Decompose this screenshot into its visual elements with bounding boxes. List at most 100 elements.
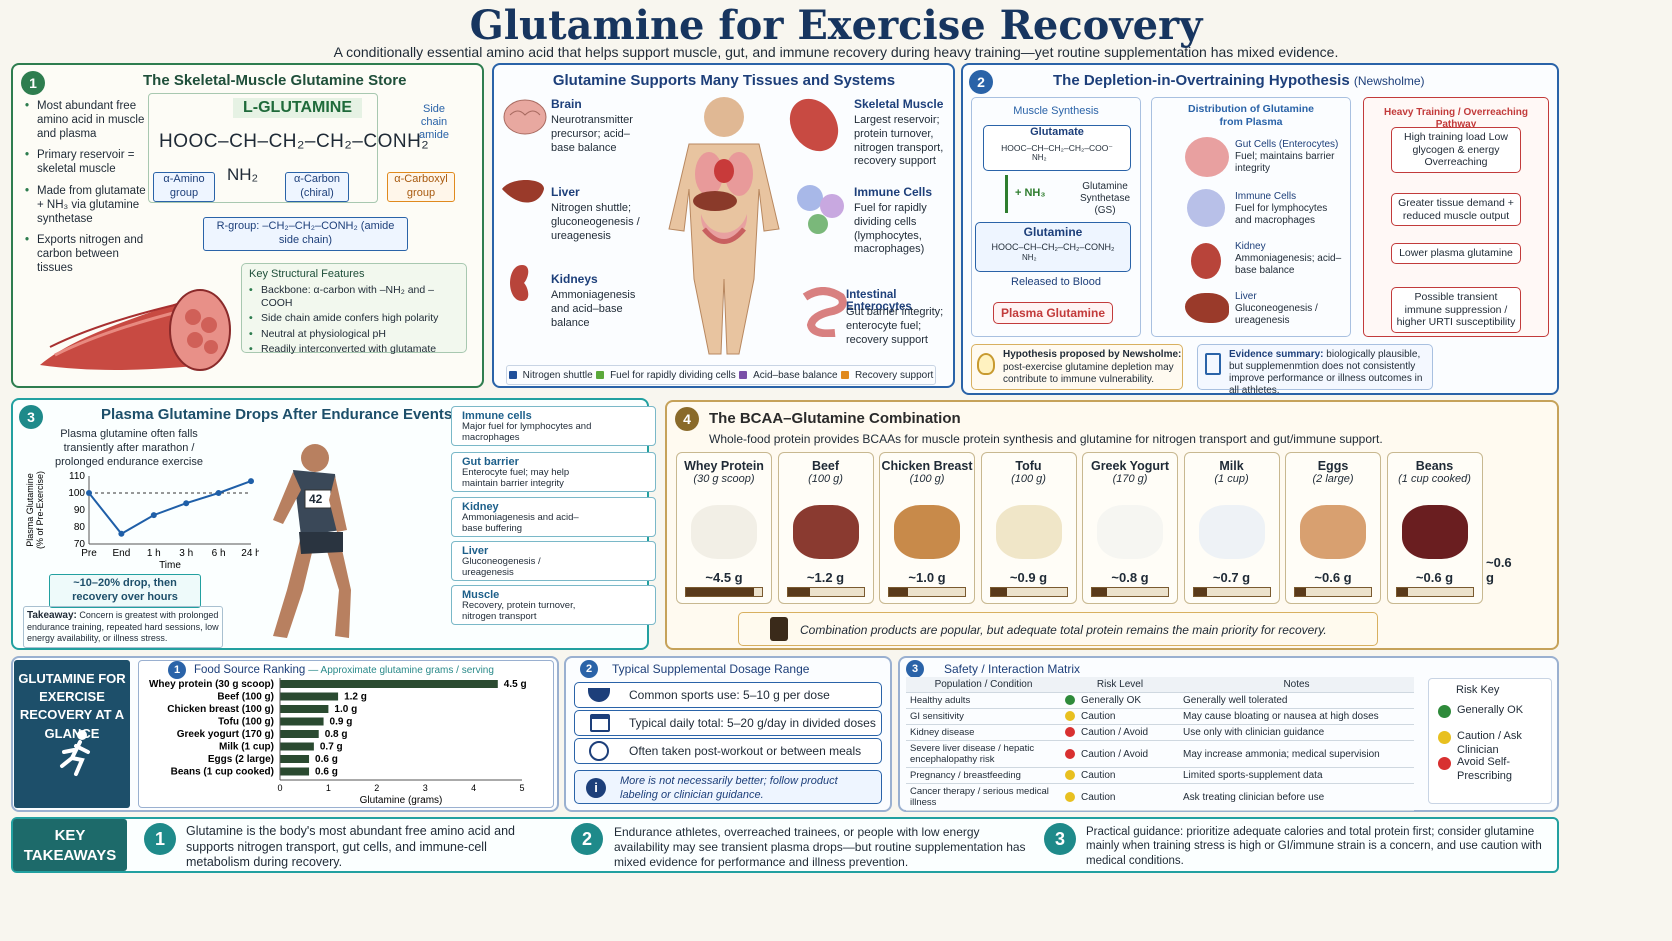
cell-population: Healthy adults <box>906 692 1061 709</box>
food-level-bar <box>1192 587 1271 597</box>
risk-key-item: Avoid Self-Prescribing <box>1438 756 1548 784</box>
food-card: Milk(1 cup)~0.7 g <box>1183 452 1280 604</box>
x-tick-label: 2 <box>374 783 379 793</box>
pathway-title: Heavy Training / Overreaching Pathway <box>1384 107 1528 130</box>
cell-notes: Limited sports-supplement data <box>1179 767 1414 784</box>
food-level-bar <box>989 587 1068 597</box>
bar-value-label: 0.6 g <box>315 767 338 778</box>
food-cval: ~1.2 g <box>806 570 845 585</box>
food-image <box>894 505 960 559</box>
food-level-fill <box>1396 588 1408 596</box>
legend-item: Nitrogen shuttle <box>508 370 593 381</box>
bar-value-label: 0.7 g <box>320 742 343 753</box>
cell-notes: Ask treating clinician before use <box>1179 783 1414 811</box>
food-cname: Chicken Breast <box>881 459 973 473</box>
risk-dot-icon <box>1438 757 1451 770</box>
cell-risk: Caution <box>1061 708 1179 725</box>
takeaway-2: Endurance athletes, overreached trainees… <box>614 825 1026 869</box>
col-header: Notes <box>1179 677 1414 693</box>
panel-plasma-drop: 3 Plasma Glutamine Drops After Endurance… <box>11 398 656 650</box>
bar-value-label: 4.5 g <box>504 679 527 690</box>
food-cname: Beef <box>811 459 840 473</box>
cell-population: Kidney disease <box>906 724 1061 741</box>
food-level-bar <box>1395 587 1474 597</box>
category-label: Greek yogurt (170 g) <box>177 729 274 740</box>
runner-bib-number: 42 <box>309 492 323 506</box>
x-axis-label: Glutamine (grams) <box>360 795 443 806</box>
risk-key-item: Caution / Ask Clinician <box>1438 730 1548 758</box>
data-point <box>86 490 92 496</box>
bar <box>280 692 339 701</box>
liver-icon <box>502 180 544 203</box>
col-header: Risk Level <box>1061 677 1179 693</box>
clipboard-icon <box>1205 353 1221 375</box>
takeaway-number: 2 <box>571 823 603 855</box>
risk-label: Caution <box>1081 711 1116 722</box>
dosage-row: Common sports use: 5–10 g per dose <box>574 682 882 708</box>
bar <box>280 755 310 763</box>
food-level-bar <box>1091 587 1169 597</box>
takeaways-badge <box>13 819 127 871</box>
intestine-icon <box>802 287 847 337</box>
food-card: Tofu(100 g)~0.9 g <box>980 452 1077 604</box>
cell-notes: May cause bloating or nausea at high dos… <box>1179 708 1414 725</box>
legend-item: Acid–base balance <box>739 370 838 381</box>
risk-label: Generally OK <box>1081 695 1142 706</box>
ranking-title: Food Source Ranking — Approximate glutam… <box>194 664 494 676</box>
food-cname: Whey Protein <box>684 459 764 473</box>
food-cval: ~0.8 g <box>1111 570 1149 585</box>
bar <box>280 730 319 738</box>
y-axis-label: Plasma Glutamine(% of Pre-Exercise) <box>25 471 45 549</box>
bar-value-label: 0.9 g <box>330 717 353 728</box>
cell-risk: Generally OK <box>1061 692 1179 709</box>
skeletal-muscle-label: Skeletal Muscle <box>854 97 944 111</box>
x-tick-label: 5 <box>519 783 524 793</box>
evidence-box <box>1197 344 1433 390</box>
series-line <box>88 480 252 536</box>
kidney-icon <box>1191 243 1221 279</box>
clock-icon <box>589 741 609 761</box>
food-image <box>691 505 757 559</box>
risk-label: Caution / Avoid <box>1081 727 1149 738</box>
cell-risk: Caution / Avoid <box>1061 724 1179 741</box>
cell-notes: May increase ammonia; medical supervisio… <box>1179 740 1414 768</box>
brain-desc: Neurotransmitter precursor; acid–base ba… <box>551 114 633 154</box>
y-tick-label: 80 <box>74 522 86 533</box>
hypothesis-box <box>971 344 1183 390</box>
safety-number: 3 <box>906 660 924 678</box>
bar-value-label: 1.2 g <box>344 692 367 703</box>
col-header: Population / Condition <box>906 677 1061 693</box>
bullet: Primary reservoir = skeletal muscle <box>25 149 155 177</box>
ranking-number: 1 <box>168 661 186 679</box>
alpha-carbon-label: α-Carbon (chiral) <box>285 172 349 202</box>
food-image <box>1097 505 1163 559</box>
food-level-fill <box>990 588 1008 596</box>
x-tick-label: 24 h <box>241 548 259 559</box>
food-image <box>1198 505 1265 559</box>
x-tick-label: 1 h <box>147 548 161 559</box>
y-tick-label: 70 <box>74 539 86 550</box>
category-label: Whey protein (30 g scoop) <box>149 679 274 690</box>
risk-key-label: Avoid Self-Prescribing <box>1457 756 1513 782</box>
food-card: Beans(1 cup cooked)~0.6 g <box>1386 452 1483 604</box>
molecule-name: L-GLUTAMINE <box>233 98 363 118</box>
risk-key-label: Generally OK <box>1457 704 1524 716</box>
panel-number: 1 <box>21 71 45 95</box>
risk-dot-icon <box>1065 727 1075 738</box>
dist-gut: Gut Cells (Enterocytes)Fuel; maintains b… <box>1235 139 1339 174</box>
kidney-icon <box>510 265 529 301</box>
x-tick-label: 4 <box>471 783 476 793</box>
gs-label: Glutamine Synthetase (GS) <box>1079 181 1131 216</box>
food-csrv: (1 cup cooked) <box>1398 473 1471 485</box>
hypothesis-title: Hypothesis proposed by Newsholme: <box>1003 349 1182 360</box>
enterocytes-label: Intestinal Enterocytes <box>846 289 912 313</box>
page-title: Glutamine for Exercise Recovery <box>469 2 1203 49</box>
panel-number: 3 <box>19 405 43 429</box>
plasma-intro: Plasma glutamine often falls transiently… <box>55 428 203 468</box>
dosage-number: 2 <box>580 660 598 678</box>
bar <box>280 705 329 713</box>
molecule-formula: HOOC–CH–CH₂–CH₂–CONH₂ <box>159 131 430 152</box>
pathway-step: Lower plasma glutamine <box>1391 243 1521 264</box>
